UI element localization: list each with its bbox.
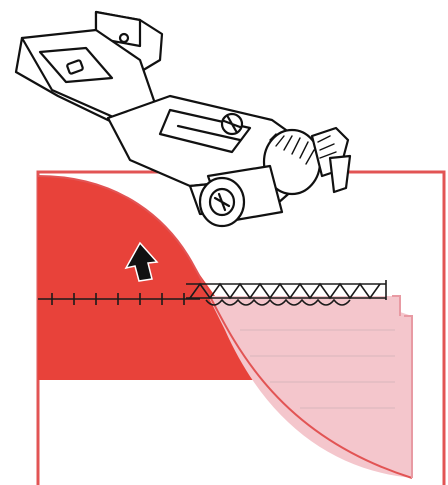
straight-stitch-line	[38, 293, 200, 305]
side-pin-thread	[317, 135, 337, 159]
fabric-frame-left	[36, 170, 190, 485]
adjustment-wheel-knurl	[269, 133, 315, 165]
pink-fabric-layer	[208, 296, 412, 478]
shank-screw-hole	[118, 32, 130, 44]
arm-edge	[14, 36, 24, 74]
fabric-fold-curve	[37, 175, 413, 479]
pink-fabric-texture	[240, 329, 395, 409]
sole-screw-slot	[222, 115, 242, 133]
arm-lower-edge	[14, 70, 114, 124]
feed-direction-arrow	[124, 241, 159, 282]
thumbscrew-cross	[213, 192, 231, 212]
fabric-frame-right	[330, 170, 446, 485]
foot-side-tab	[328, 154, 352, 194]
fabric-frame	[36, 170, 446, 485]
overcast-presser-foot	[14, 10, 352, 228]
overcast-seam	[186, 280, 387, 306]
sole-slot-line	[176, 124, 242, 142]
pink-fabric-edge	[392, 295, 413, 478]
arm-notch	[66, 59, 84, 75]
